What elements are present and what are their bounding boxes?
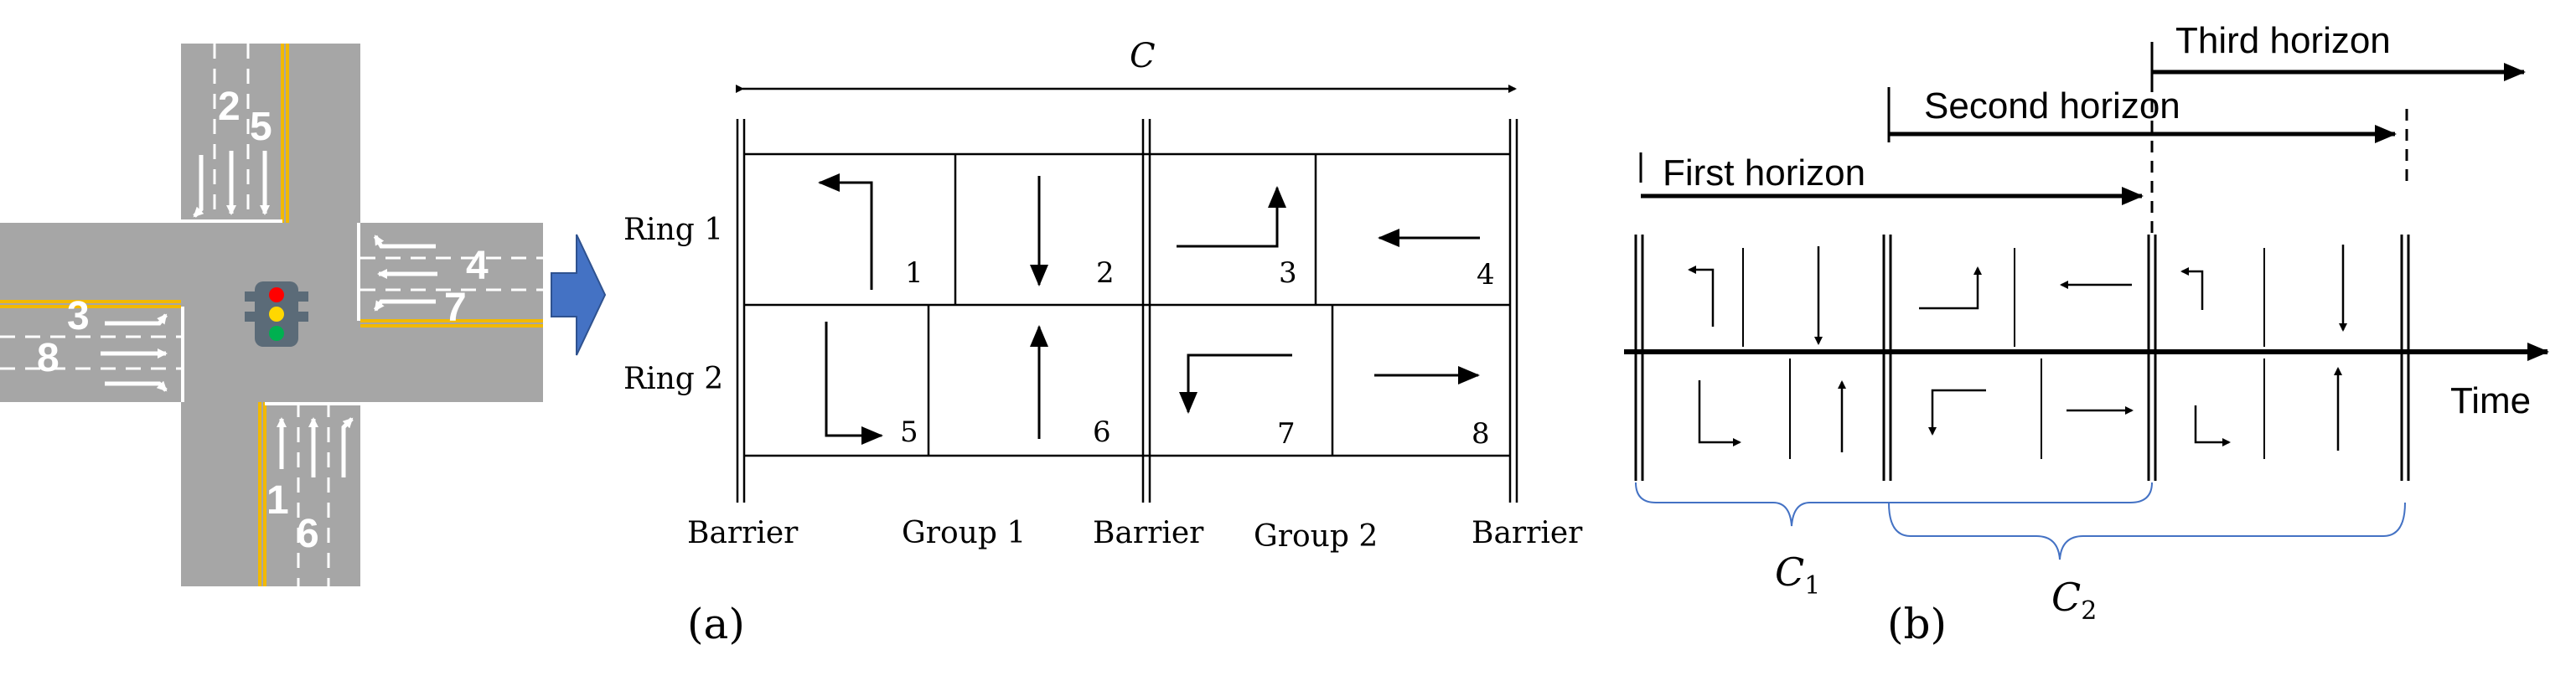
group-label-1: Group 1 xyxy=(902,516,1027,550)
horizon-label-third: Third horizon xyxy=(2175,20,2391,61)
cycle-label-c2: C2 xyxy=(2051,575,2097,626)
phase-number-4: 4 xyxy=(1477,258,1495,291)
lane-arrows xyxy=(101,151,437,477)
cycle-c1-base: C xyxy=(1775,549,1805,595)
horizon-label-second: Second horizon xyxy=(1924,85,2180,126)
movement-label-1: 1 xyxy=(266,478,289,523)
movement-label-4: 4 xyxy=(466,244,489,288)
movement-label-3: 3 xyxy=(67,294,90,338)
time-axis-label: Time xyxy=(2450,380,2532,421)
direction-arrow-icon xyxy=(551,234,607,356)
horizon-diagram xyxy=(1624,42,2549,560)
road-center-lines xyxy=(0,44,543,586)
barrier-label-1: Barrier xyxy=(687,516,799,550)
lane-markings xyxy=(0,44,543,586)
cycle-label-c1: C1 xyxy=(1775,549,1820,601)
barrier-label-2: Barrier xyxy=(1093,516,1204,550)
phase-number-7: 7 xyxy=(1277,417,1296,451)
ring-label-2: Ring 2 xyxy=(623,362,724,396)
movement-label-6: 6 xyxy=(297,512,319,556)
stop-lines xyxy=(181,219,360,405)
movement-label-2: 2 xyxy=(218,85,241,129)
cycle-c2-subscript: 2 xyxy=(2081,596,2098,627)
ring-label-1: Ring 1 xyxy=(623,213,724,247)
horizon-barriers xyxy=(1634,235,2410,481)
horizon-phase-dividers xyxy=(1742,248,2265,459)
horizon-movement-arrows xyxy=(1688,245,2347,452)
traffic-light-icon xyxy=(245,281,308,347)
phase-number-2: 2 xyxy=(1096,256,1115,290)
barrier-label-3: Barrier xyxy=(1472,516,1583,550)
ring-diagram xyxy=(736,85,1518,503)
horizon-label-first: First horizon xyxy=(1663,152,1866,193)
movement-label-7: 7 xyxy=(444,286,467,330)
ring-movement-arrows xyxy=(818,173,1480,445)
cycle-label: C xyxy=(1130,37,1156,75)
group-label-2: Group 2 xyxy=(1254,519,1379,554)
cycle-c1-subscript: 1 xyxy=(1804,571,1821,601)
panel-label-b: (b) xyxy=(1887,600,1948,648)
intersection-diagram xyxy=(0,44,607,586)
panel-label-a: (a) xyxy=(687,600,745,648)
movement-label-8: 8 xyxy=(37,336,59,380)
phase-number-3: 3 xyxy=(1279,256,1297,290)
phase-number-6: 6 xyxy=(1093,415,1111,449)
movement-label-5: 5 xyxy=(250,105,272,149)
phase-number-1: 1 xyxy=(905,256,923,290)
cycle-c2-base: C xyxy=(2051,575,2082,620)
phase-number-5: 5 xyxy=(900,415,918,449)
phase-number-8: 8 xyxy=(1472,417,1490,451)
cycle-braces xyxy=(1635,482,2406,560)
